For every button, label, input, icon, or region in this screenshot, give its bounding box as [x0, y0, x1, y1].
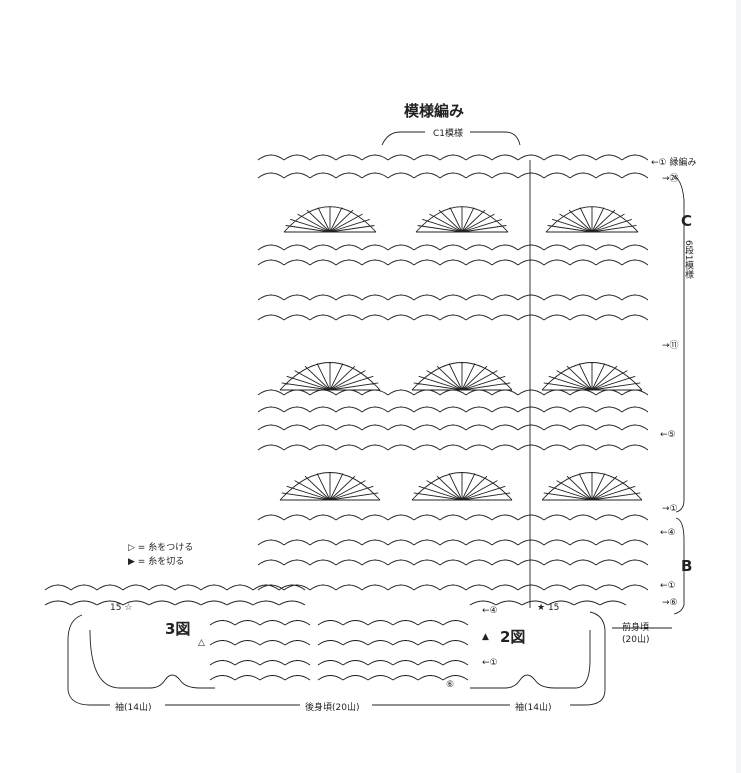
fan-shell: [415, 206, 509, 233]
stitch-row: [469, 600, 627, 606]
stitch-row: [209, 620, 311, 626]
stitch-row: [257, 294, 649, 301]
stitch-row: [257, 559, 649, 566]
stitch-row: [257, 389, 649, 396]
triangle-marker-right: ▲: [482, 632, 489, 642]
front-body-count: (20山): [622, 635, 650, 645]
stitch-row: [257, 444, 649, 451]
fan-shell: [279, 362, 381, 391]
sleeve-right-label: 袖(14山): [515, 703, 552, 713]
stitch-row: [257, 584, 649, 591]
figure-2-label: 2図: [500, 628, 526, 646]
fan-shell: [411, 362, 513, 391]
row-1-center-label: ←①: [482, 658, 498, 668]
stitch-row: [317, 660, 469, 666]
triangle-marker-left: △: [198, 638, 205, 648]
legend-attach-text: = 糸をつける: [137, 543, 194, 553]
filled-triangle-icon: ▶: [128, 557, 135, 567]
stitch-row: [257, 406, 649, 413]
stitch-row: [209, 660, 311, 666]
row-11-label: →⑪: [662, 341, 679, 351]
row-6-label: →⑥: [662, 598, 678, 608]
stitch-row: [257, 514, 649, 521]
stitch-row: [257, 259, 649, 266]
stitch-row: [317, 675, 469, 681]
edge-row-label: ←① 縁編み: [651, 158, 697, 168]
legend-cut-text: = 糸を切る: [137, 557, 185, 567]
front-body-label: 前身頃: [622, 623, 650, 633]
c-repeat-label: 6段1模様: [683, 240, 693, 279]
stitch-row: [317, 620, 469, 626]
stitch-row: [257, 539, 649, 546]
section-c-label: C: [681, 212, 693, 230]
num-15-right: ★ 15: [537, 603, 560, 613]
stitch-row: [257, 244, 649, 251]
stitch-row: [257, 172, 649, 179]
fan-shell: [283, 206, 377, 233]
fan-shell: [279, 472, 381, 501]
sleeve-left-label: 袖(14山): [115, 703, 152, 713]
stitch-row: [44, 584, 306, 591]
fan-shell: [545, 206, 639, 233]
stitch-row: [209, 675, 311, 681]
fan-shell: [541, 472, 643, 501]
fan-shell: [541, 362, 643, 391]
stitch-row: [317, 640, 469, 646]
fan-shell: [411, 472, 513, 501]
c1-motif-label: C1模様: [433, 129, 464, 139]
row-4-center-label: ←④: [482, 606, 498, 616]
row-6-center-label: ⑥: [446, 680, 455, 690]
row-5-label: ←⑤: [660, 430, 676, 440]
diagram-title: 模様編み: [404, 102, 465, 120]
stitch-row: [257, 424, 649, 431]
legend-cut: ▶ = 糸を切る: [128, 554, 184, 567]
legend-attach: ▷ = 糸をつける: [128, 540, 193, 553]
row-1-c-label: →①: [662, 504, 678, 514]
edge-row: [257, 154, 649, 161]
stitch-row: [257, 314, 649, 321]
row-1-b-label: ←①: [660, 581, 676, 591]
stitch-pattern: [44, 154, 649, 681]
section-b-label: B: [681, 557, 693, 575]
row-4-b-label: ←④: [660, 528, 676, 538]
row-24-label: →㉔: [662, 174, 679, 184]
num-15-left: 15 ☆: [110, 603, 133, 613]
outline-frame: [67, 131, 685, 706]
back-body-label: 後身頃(20山): [305, 703, 360, 713]
open-triangle-icon: ▷: [128, 543, 135, 553]
stitch-row: [44, 600, 306, 606]
right-edge-strip: [736, 0, 741, 773]
stitch-row: [209, 640, 311, 646]
figure-3-label: 3図: [165, 620, 191, 638]
